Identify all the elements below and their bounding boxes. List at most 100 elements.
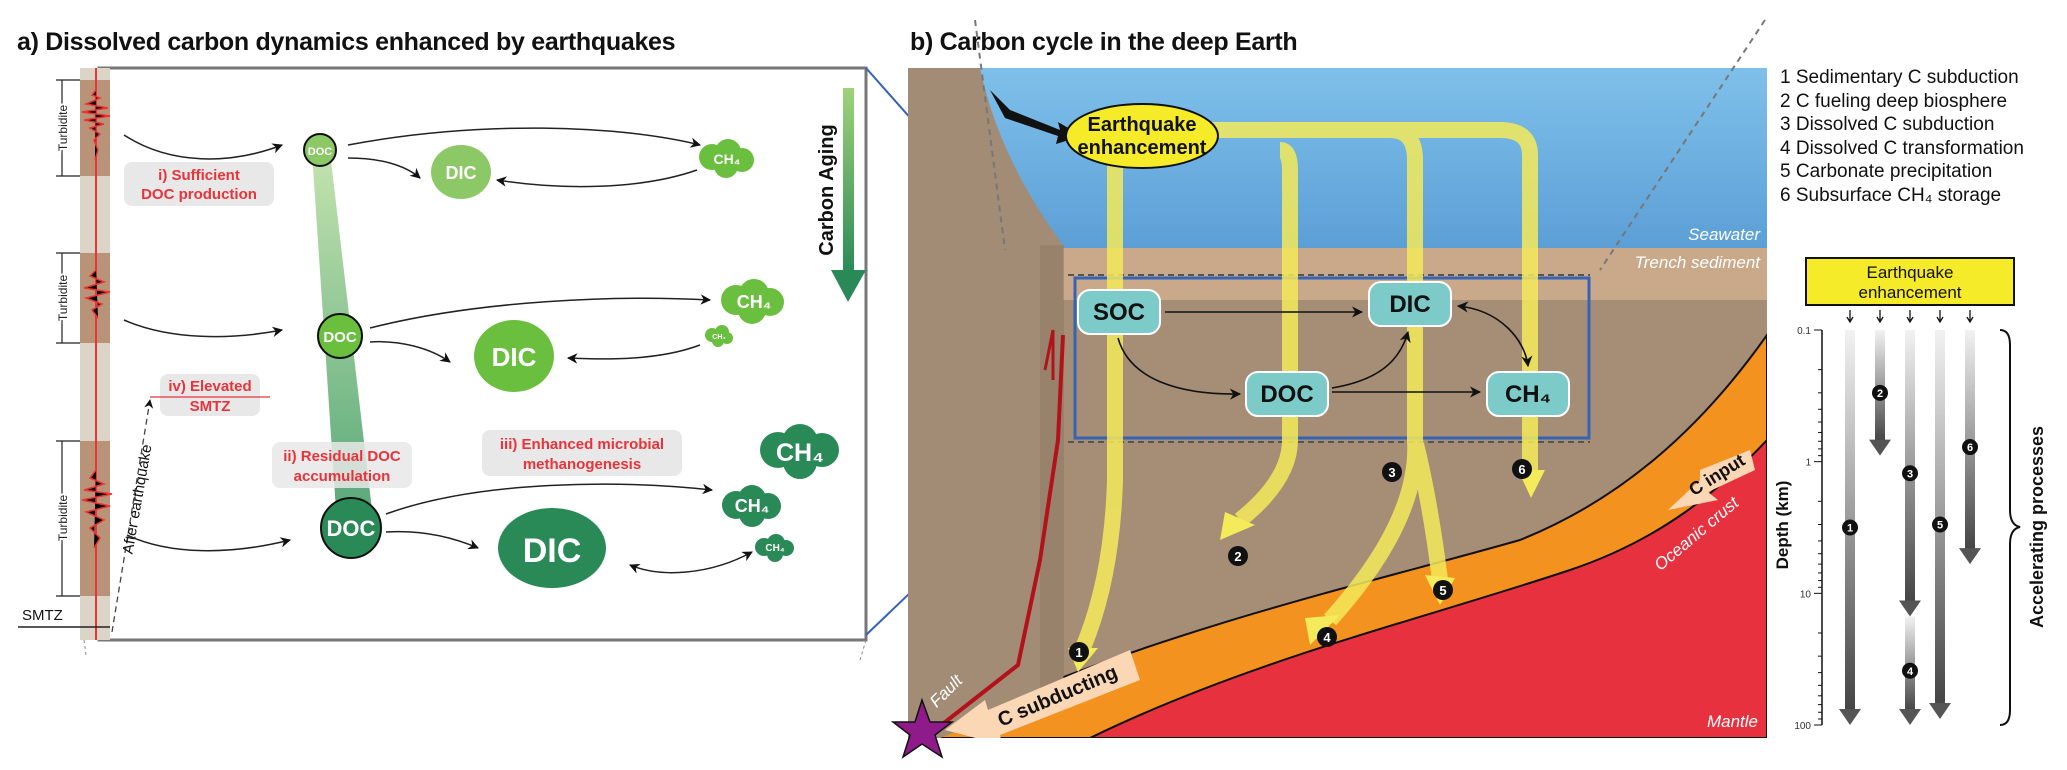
annotation-iii-line1: iii) Enhanced microbial (500, 436, 664, 453)
legend-item-2: 2 C fueling deep biosphere (1780, 90, 2008, 112)
forearc-wedge (908, 68, 1063, 738)
ch4-cloud-3a (760, 424, 839, 479)
annotation-i-line1: i) Sufficient (158, 167, 240, 184)
doc-node-1 (303, 133, 337, 167)
doc-label-1: DOC (308, 146, 333, 158)
marker-3: 3 (1382, 462, 1402, 482)
annotation-ii-line2: accumulation (294, 468, 391, 485)
depth-axis-label: Depth (km) (1773, 481, 1792, 570)
tick-label: 1 (1805, 458, 1811, 469)
svg-text:4: 4 (1323, 630, 1331, 645)
after-earthquake-arrow (111, 399, 154, 633)
dic-label-3: DIC (523, 532, 582, 570)
process-arrow-5: 5 (1929, 330, 1951, 719)
enhancement-arrow (1936, 310, 1944, 324)
doc-node-3 (320, 497, 382, 559)
doc-box-label: DOC (1260, 381, 1313, 408)
svg-text:6: 6 (1518, 462, 1525, 477)
ch4-cloud-2b (705, 325, 733, 347)
tick-label: 100 (1794, 721, 1811, 732)
svg-text:1: 1 (1847, 523, 1853, 535)
turbidite-brackets (56, 79, 80, 597)
process-arrow-3: 3 (1899, 330, 1921, 617)
doc-node-2 (317, 313, 363, 359)
dic-box-label: DIC (1389, 291, 1430, 318)
panel-a: Turbidite Turbidite Turbidite SMTZ After… (18, 66, 868, 642)
carbon-aging-bar (843, 88, 854, 273)
fault-line (933, 334, 1065, 732)
ch4-box: CH₄ (1486, 371, 1570, 417)
ch4-cloud-2a (721, 279, 784, 324)
dic-node-2 (474, 320, 554, 392)
row-1: DOC DIC CH₄ i) Sufficient DOC production (123, 127, 754, 206)
small-arrows (1846, 310, 1974, 324)
marker-6: 6 (1512, 459, 1532, 479)
legend-item-1: 1 Sedimentary C subduction (1780, 67, 2019, 88)
process-arrow-2: 2 (1869, 330, 1891, 456)
accelerating-bracket (1999, 329, 2021, 726)
dic-box: DIC (1368, 281, 1452, 327)
earthquake-enhancement-ellipse (1065, 103, 1219, 169)
legend-item-3: 3 Dissolved C subduction (1780, 114, 1995, 135)
soc-box: SOC (1077, 289, 1161, 335)
earthquake-enhancement-line1: Earthquake (1088, 114, 1197, 136)
dic-label-1: DIC (446, 163, 477, 183)
panel-a-title: a) Dissolved carbon dynamics enhanced by… (17, 28, 676, 56)
panel-b: Earthquake enhancement SOC DIC DOC CH₄ (890, 19, 1767, 759)
dash-b-right (1599, 19, 1766, 271)
legend-item-5: 5 Carbonate precipitation (1780, 161, 1993, 182)
ch4-cloud-3b (722, 485, 781, 527)
svg-text:2: 2 (1234, 549, 1241, 564)
enhancement-arrow (1966, 310, 1974, 324)
ch4-cloud-3c (755, 534, 794, 562)
legend-item-4: 4 Dissolved C transformation (1780, 137, 2024, 159)
ch4-label-3c: CH₄ (765, 543, 784, 554)
box-label-line2: enhancement (1858, 283, 1961, 302)
c-subducting-arrow (945, 650, 1140, 738)
marker-5: 5 (1433, 580, 1453, 600)
earthquake-star-icon (890, 697, 955, 759)
svg-text:6: 6 (1967, 442, 1973, 454)
svg-text:3: 3 (1388, 465, 1395, 480)
dic-node-3 (498, 508, 606, 588)
annotation-i-line2: DOC production (141, 186, 257, 203)
legend-item-6: 6 Subsurface CH₄ storage (1780, 184, 2002, 206)
enhancement-arrow (1906, 310, 1914, 324)
c-input-arrow (1668, 450, 1755, 510)
mantle-label: Mantle (1707, 712, 1758, 731)
seawater-layer (908, 68, 1767, 248)
dash-left-a (83, 639, 87, 656)
dic-label-2: DIC (492, 342, 537, 372)
annotation-iii-line2: methanogenesis (523, 456, 641, 473)
dash-right-a (859, 639, 867, 661)
turbidite-label-2: Turbidite (56, 275, 70, 322)
earthquake-enhancement-box (1805, 257, 2015, 306)
ch4-cloud-1 (699, 139, 754, 178)
doc-label-2: DOC (323, 329, 357, 346)
soc-label: SOC (1093, 299, 1145, 326)
svg-text:5: 5 (1439, 583, 1446, 598)
carbon-aging-label: Carbon Aging (816, 124, 838, 255)
annotation-ii-line1: ii) Residual DOC (283, 448, 401, 465)
svg-text:3: 3 (1907, 468, 1913, 480)
pathway-legend: 1 Sedimentary C subduction 2 C fueling d… (1780, 66, 2024, 207)
dic-node-1 (431, 145, 491, 199)
ch4-label-3b: CH₄ (735, 496, 770, 516)
enhancement-arrow (1876, 310, 1884, 324)
annotation-iv-line2: SMTZ (190, 398, 231, 415)
ch4-box-label: CH₄ (1505, 381, 1551, 408)
ch4-label-3a: CH₄ (776, 439, 824, 467)
fault-arrow (1043, 329, 1055, 380)
accelerating-processes-label: Accelerating processes (2027, 426, 2047, 628)
doc-label-3: DOC (327, 516, 376, 541)
ch4-label-2b: CH₄ (712, 334, 725, 341)
svg-text:4: 4 (1907, 666, 1914, 678)
process-arrow-4: 4 (1899, 616, 1921, 725)
annotation-i-bg (124, 162, 274, 206)
seismogram-1 (81, 89, 113, 549)
panel-b-title: b) Carbon cycle in the deep Earth (910, 28, 1298, 56)
doc-box: DOC (1245, 371, 1329, 417)
ch4-label-1: CH₄ (714, 151, 741, 167)
